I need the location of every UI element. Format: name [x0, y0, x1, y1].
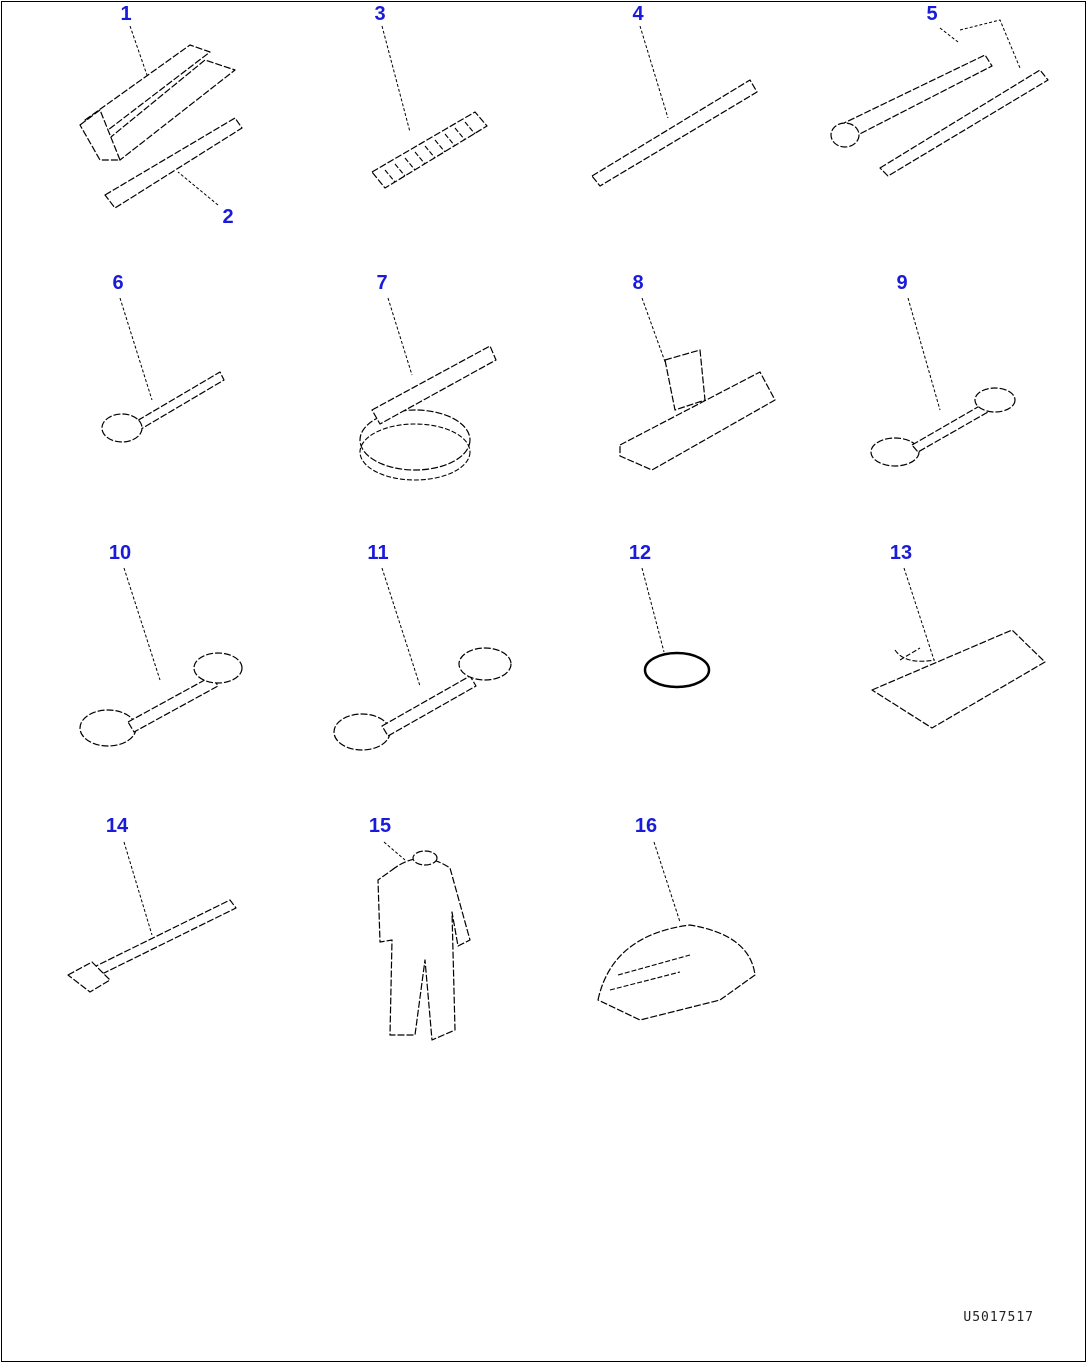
item-16-cap-drawing — [597, 924, 756, 1021]
callout-7: 7 — [376, 272, 388, 294]
callout-10: 10 — [108, 542, 132, 564]
item-3-spring-drawing — [371, 111, 488, 189]
callout-16: 16 — [634, 815, 658, 837]
callout-4: 4 — [632, 3, 644, 25]
item-15-coverall-drawing — [377, 850, 471, 1041]
drawing-id: U5017517 — [963, 1310, 1034, 1325]
item-6-wrench-drawing — [101, 371, 225, 443]
item-7-filter-wrench-drawing — [359, 345, 497, 481]
callout-9: 9 — [896, 272, 908, 294]
item-13-tag-drawing — [871, 629, 1046, 729]
item-5-socket-drawing — [830, 54, 1049, 177]
item-2-extension-drawing — [104, 117, 243, 209]
item-12-o-ring-drawing — [643, 651, 711, 689]
callout-6: 6 — [112, 272, 124, 294]
callout-14: 14 — [105, 815, 129, 837]
item-8-case-drawing — [619, 349, 776, 471]
callout-13: 13 — [889, 542, 913, 564]
callout-11: 11 — [367, 542, 389, 564]
callout-2: 2 — [222, 206, 234, 228]
item-4-bar-drawing — [591, 79, 758, 187]
item-14-long-wrench-drawing — [67, 899, 237, 993]
callout-1: 1 — [120, 3, 132, 25]
callout-8: 8 — [632, 272, 644, 294]
callout-15: 15 — [368, 815, 392, 837]
callout-12: 12 — [628, 542, 652, 564]
item-1-tool-drawing — [79, 44, 236, 161]
callout-3: 3 — [374, 3, 386, 25]
leader-lines — [119, 19, 1021, 936]
item-9-ring-wrench-drawing — [870, 387, 1016, 467]
item-10-spanner-drawing — [79, 652, 243, 747]
item-11-spanner-drawing — [333, 647, 512, 751]
callout-5: 5 — [926, 3, 938, 25]
